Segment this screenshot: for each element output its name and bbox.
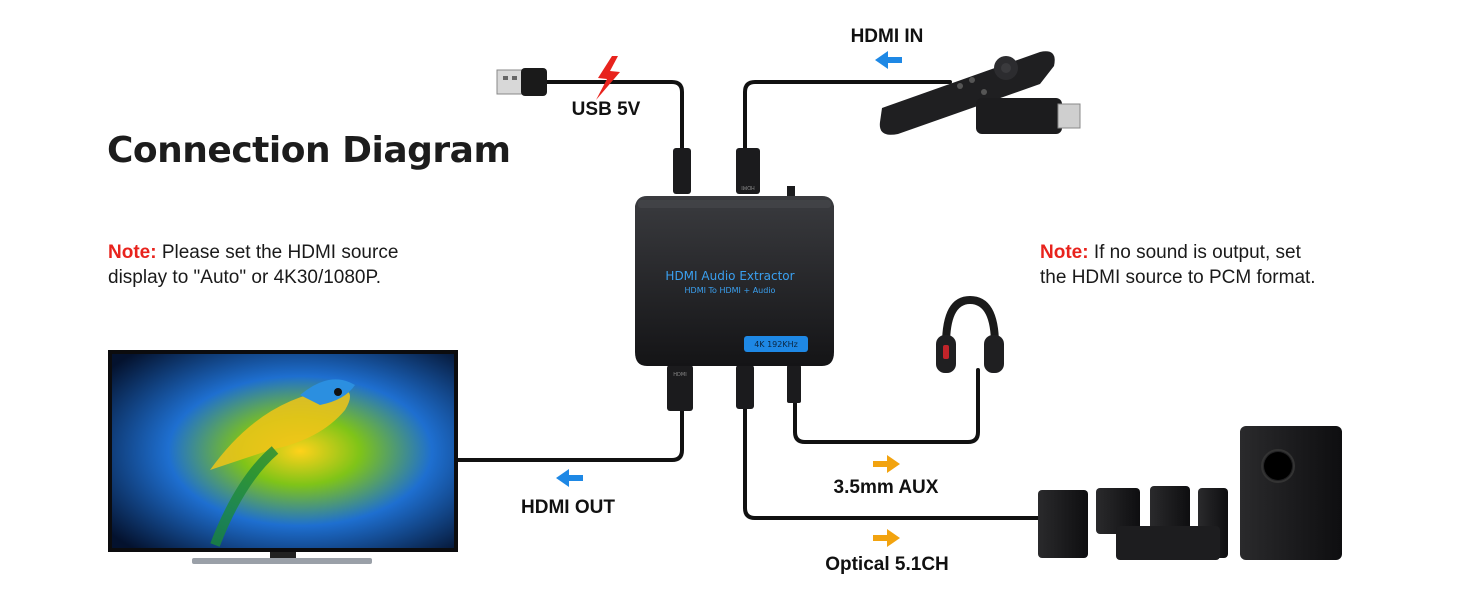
hdmi-in-cable bbox=[743, 80, 952, 152]
label-usb-5v: USB 5V bbox=[572, 99, 641, 120]
device-port-bottom-label: HDMI bbox=[673, 372, 686, 378]
device-port-top-label: HDMI bbox=[741, 184, 754, 190]
hdmi-out-cable bbox=[456, 408, 684, 462]
cables bbox=[456, 80, 1042, 520]
note-right-line2: the HDMI source to PCM format. bbox=[1040, 267, 1316, 288]
arrow-left-icon bbox=[875, 51, 902, 69]
aux-cable bbox=[793, 368, 980, 444]
remote-icon bbox=[879, 51, 1055, 135]
label-hdmi-out: HDMI OUT bbox=[521, 497, 615, 518]
tv-icon bbox=[108, 350, 458, 564]
lightning-icon bbox=[596, 56, 620, 100]
note-left: Note: Please set the HDMI source display… bbox=[108, 240, 398, 290]
audio-extractor-device bbox=[635, 196, 834, 366]
label-hdmi-in: HDMI IN bbox=[851, 26, 924, 47]
arrow-right-icon bbox=[873, 455, 900, 473]
usb-cable bbox=[543, 80, 684, 152]
arrow-left-icon bbox=[556, 469, 583, 487]
streaming-stick-icon bbox=[976, 98, 1081, 134]
note-right: Note: If no sound is output, set the HDM… bbox=[1040, 240, 1316, 290]
page-title: Connection Diagram bbox=[107, 130, 511, 171]
note-right-line1: If no sound is output, set bbox=[1088, 242, 1301, 263]
note-left-line2: display to "Auto" or 4K30/1080P. bbox=[108, 267, 381, 288]
device-subtitle: HDMI To HDMI + Audio bbox=[685, 286, 776, 295]
headphones-icon bbox=[936, 295, 1004, 373]
speaker-system-icon bbox=[1038, 426, 1342, 560]
note-left-label: Note: bbox=[108, 242, 157, 263]
note-left-line1: Please set the HDMI source bbox=[156, 242, 399, 263]
label-3-5mm-aux: 3.5mm AUX bbox=[834, 477, 939, 498]
device-name: HDMI Audio Extractor bbox=[665, 269, 794, 283]
connector-plugs bbox=[667, 148, 801, 411]
usb-plug-icon bbox=[496, 68, 547, 96]
label-optical-5-1ch: Optical 5.1CH bbox=[825, 554, 949, 575]
arrow-right-icon bbox=[873, 529, 900, 547]
note-right-label: Note: bbox=[1040, 242, 1089, 263]
optical-cable bbox=[743, 403, 1042, 520]
device-badge: 4K 192KHz bbox=[754, 340, 798, 349]
